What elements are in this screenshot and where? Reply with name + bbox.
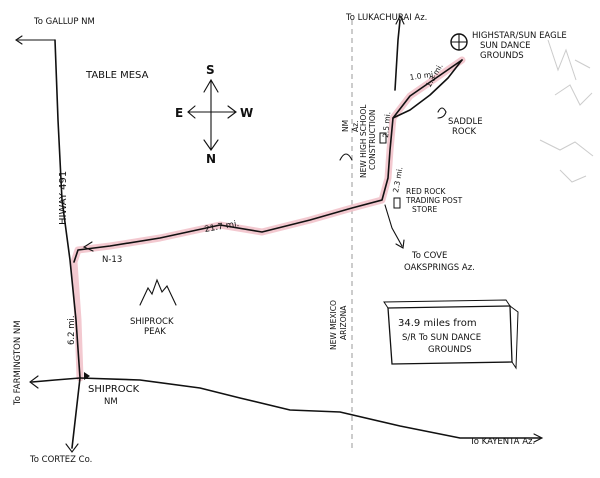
label-dist-21-7: 21.7 mi. [204,219,240,235]
mesa-mark-icon [339,153,353,161]
kayenta-arrow-icon [533,433,544,443]
sundance-symbol-icon [450,33,468,51]
summary-line-3: GROUNDS [428,345,472,355]
store-box-icon [393,197,401,209]
label-saddle: SADDLE [448,117,483,127]
label-az: Az. [351,121,360,132]
roads [15,14,544,453]
label-dist-2-5: 2.5 mi. [381,111,392,138]
kayenta-road [79,377,541,439]
label-rock: ROCK [452,127,477,137]
summary-line-2: S/R To SUN DANCE [402,333,481,343]
cortez-arrow-icon [65,443,79,453]
summary-line-1: 34.9 miles from [398,318,477,329]
label-hiway-491: HIWAY 491 [58,171,69,225]
label-dist-2-3: 2.3 mi. [391,166,404,193]
label-lukachukai: To LUKACHURAI Az. [345,13,427,23]
label-trading-1: RED ROCK [406,187,446,196]
label-arizona: ARIZONA [339,305,348,340]
label-sundance-2: SUN DANCE [480,41,531,51]
label-cortez: To CORTEZ Co. [29,455,92,465]
label-cove-1: To COVE [411,251,447,261]
label-kayenta: To KAYENTA Az. [469,437,535,447]
compass-west: W [240,106,253,120]
label-n13: N-13 [102,255,122,265]
summary-box [383,299,519,370]
label-sundance-1: HIGHSTAR/SUN EAGLE [472,31,567,41]
cove-arrow-icon [395,239,405,249]
shiprock-peak-icon [139,278,177,306]
label-cove-2: OAKSPRINGS Az. [404,263,475,273]
farmington-arrow-icon [29,375,39,389]
lukachukai-road [394,19,401,91]
label-table-mesa: TABLE MESA [85,70,149,81]
compass-east: E [175,106,183,120]
label-shiprock-nm-2: NM [104,397,118,407]
label-farmington: To FARMINGTON NM [13,320,23,406]
shiprock-marker-icon [84,372,90,380]
farmington-road [31,377,81,383]
hiway-491-road [54,39,81,449]
label-shiprock-peak-1: SHIPROCK [130,317,174,327]
loop-road [392,59,463,119]
label-gallup: To GALLUP NM [33,17,95,27]
label-sundance-3: GROUNDS [480,51,524,61]
compass-rose: S N E W [175,63,253,166]
n13-arrow-icon [82,241,94,252]
background-scribbles [539,39,594,183]
label-shiprock-peak-2: PEAK [144,327,166,337]
saddle-rock-icon [437,107,447,119]
label-nm: NM [341,120,350,132]
n13-road [73,59,463,263]
compass-north: N [206,152,216,166]
label-dist-6-2: 6.2 mi. [67,315,77,345]
gallup-arrow-icon [15,35,23,45]
highlighted-route [70,56,466,382]
cove-road [384,204,403,247]
label-trading-2: TRADING POST [405,196,463,205]
label-trading-3: STORE [412,205,437,214]
label-new-mexico: NEW MEXICO [329,300,338,350]
compass-south: S [206,63,215,77]
label-dist-1-0: 1.0 mi. [409,69,436,82]
label-school-2: CONSTRUCTION [368,110,377,170]
label-school-1: NEW HIGH SCHOOL [359,104,368,178]
label-shiprock-nm-1: SHIPROCK [88,384,140,395]
lukachukai-arrow-icon [395,14,405,25]
school-box-icon [379,132,387,144]
